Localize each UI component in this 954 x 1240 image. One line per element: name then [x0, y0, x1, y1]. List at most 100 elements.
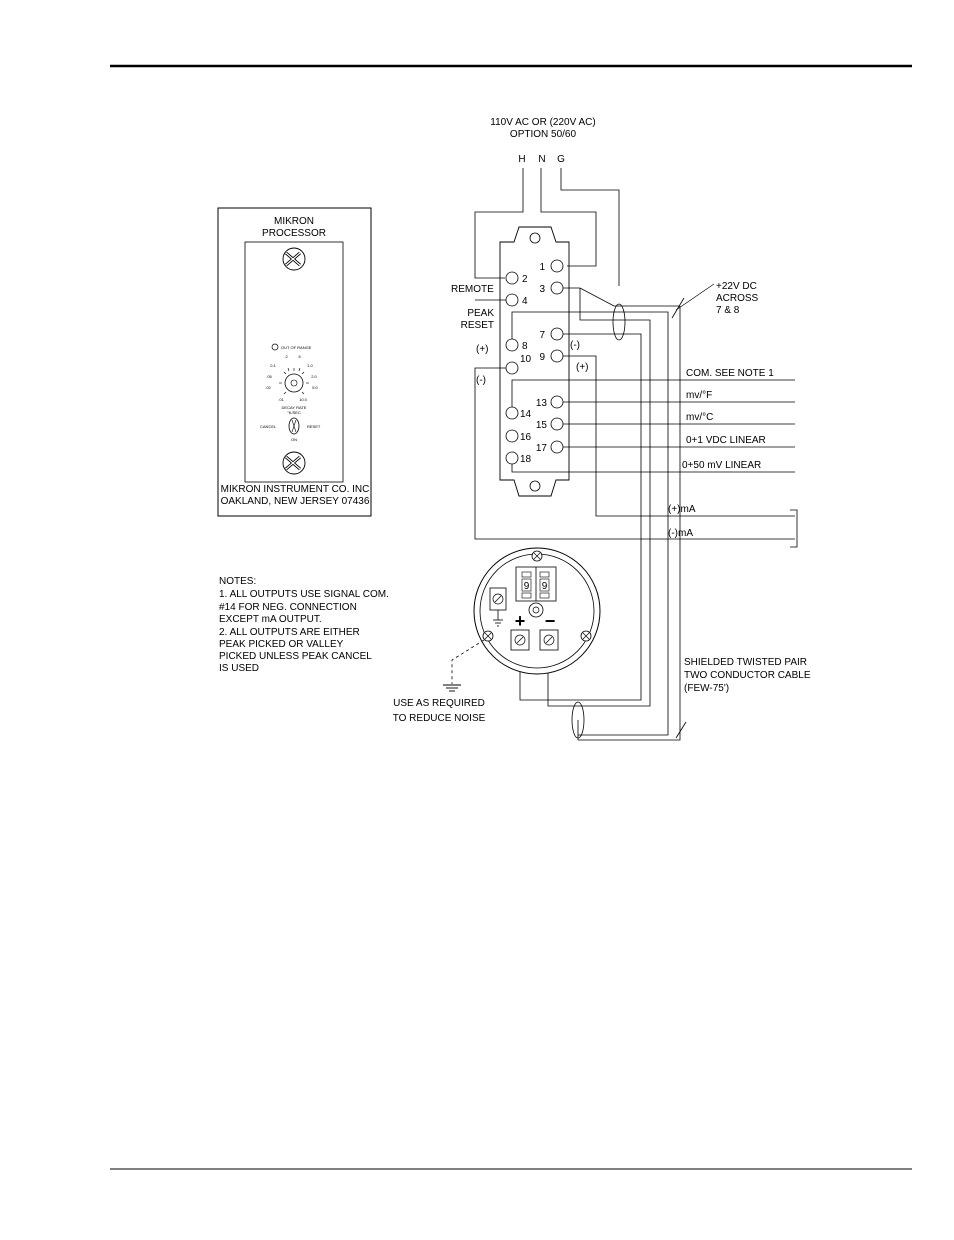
- out-of-range-led-icon: [271, 343, 279, 351]
- h-wire: [474, 168, 524, 279]
- power-minus-wire: [519, 333, 642, 701]
- power-g-label: G: [557, 154, 565, 165]
- dial-label: 10.0: [299, 397, 308, 402]
- ground-terminal[interactable]: [489, 587, 507, 627]
- decay-unit-label: °K/SEC: [287, 410, 301, 415]
- sensor-head: 9 9 + −: [473, 547, 601, 675]
- notes-line: IS USED: [219, 663, 259, 674]
- notes-line: PICKED UNLESS PEAK CANCEL: [219, 651, 372, 662]
- ma-plus-wire: [563, 355, 795, 517]
- terminal-4-label: 4: [522, 296, 528, 307]
- power-n-label: N: [538, 154, 545, 165]
- digit-switch-2[interactable]: [539, 571, 550, 599]
- terminal-7[interactable]: [550, 327, 564, 341]
- minus-sign: −: [545, 611, 556, 631]
- mv50-label: 0+50 mV LINEAR: [682, 460, 761, 471]
- power-label-line1: 110V AC OR (220V AC): [490, 117, 595, 128]
- notes-line: 2. ALL OUTPUTS ARE EITHER: [219, 627, 360, 638]
- processor-panel: MIKRON PROCESSOR OUT OF RANGE: [217, 207, 372, 517]
- terminal-2-label: 2: [522, 274, 528, 285]
- plus-terminal[interactable]: [510, 629, 530, 651]
- dial-label: 2.0: [311, 374, 317, 379]
- notes-line: PEAK PICKED OR VALLEY: [219, 639, 344, 650]
- terminal-15[interactable]: [550, 417, 564, 431]
- terminal-13[interactable]: [550, 395, 564, 409]
- terminal-17[interactable]: [550, 440, 564, 454]
- minus-right-label: (-): [570, 340, 580, 351]
- vdc-label: 0+1 VDC LINEAR: [686, 435, 766, 446]
- digit-1-value: 9: [524, 581, 530, 592]
- cable-wire-a: [578, 306, 681, 741]
- terminal-16[interactable]: [505, 429, 519, 443]
- g-wire: [560, 168, 620, 286]
- dial-label: 1.0: [307, 363, 313, 368]
- v22-label-line1: +22V DC: [716, 281, 757, 292]
- terminal-16-label: 16: [520, 432, 532, 443]
- terminal-8-label: 8: [522, 341, 528, 352]
- terminal-15-label: 15: [536, 420, 548, 431]
- cable-note-line1: SHIELDED TWISTED PAIR: [684, 657, 807, 668]
- dial-label: .2: [284, 354, 288, 359]
- on-label: ON: [291, 437, 297, 442]
- terminal-1-label: 1: [539, 262, 545, 273]
- notes-line: NOTES:: [219, 576, 256, 587]
- terminal-8[interactable]: [505, 338, 519, 352]
- ground-note-line1: USE AS REQUIRED: [393, 698, 485, 709]
- peak-reset-label: RESET: [461, 320, 494, 331]
- terminal-18[interactable]: [505, 451, 519, 465]
- terminal-10-label: 10: [520, 354, 532, 365]
- bottom-screw-icon: [282, 451, 306, 475]
- decay-rate-dial[interactable]: [279, 367, 309, 395]
- v22-label-line3: 7 & 8: [716, 305, 740, 316]
- terminal-17-label: 17: [536, 443, 548, 454]
- terminal-14[interactable]: [505, 406, 519, 420]
- power-label-line2: OPTION 50/60: [510, 129, 577, 140]
- cancel-reset-switch[interactable]: [288, 417, 300, 435]
- notes-line: 1. ALL OUTPUTS USE SIGNAL COM.: [219, 589, 389, 600]
- peak-label: PEAK: [467, 308, 494, 319]
- cable-note-line2: TWO CONDUCTOR CABLE: [684, 670, 811, 681]
- ma-minus-wire: [474, 367, 795, 540]
- terminal-1[interactable]: [550, 259, 564, 273]
- dial-label: .05: [266, 374, 272, 379]
- ma-plus-label: (+)mA: [668, 504, 696, 515]
- terminal-9-label: 9: [539, 352, 545, 363]
- maker-line2: OAKLAND, NEW JERSEY 07436: [221, 496, 370, 507]
- terminal-block: 1 3 7 9 13 15 17 2 4 8 10 14 16 18: [499, 226, 570, 497]
- terminal-3-label: 3: [539, 284, 545, 295]
- processor-frame: [217, 207, 372, 517]
- com-label: COM. SEE NOTE 1: [686, 368, 774, 379]
- terminal-2[interactable]: [505, 271, 519, 285]
- center-connector-icon: [528, 602, 544, 618]
- top-screw-icon: [282, 247, 306, 271]
- shield-wire-top: [563, 287, 680, 307]
- minus-terminal[interactable]: [539, 629, 559, 651]
- cable-break-mark: [675, 721, 687, 739]
- processor-title-line1: MIKRON: [274, 216, 314, 227]
- mvc-label: mv/°C: [686, 412, 713, 423]
- terminal-3[interactable]: [550, 281, 564, 295]
- signal-wires: [474, 287, 798, 741]
- out-of-range-label: OUT OF RANGE: [281, 345, 312, 350]
- digit-switch-1[interactable]: [521, 571, 532, 599]
- dial-label: .02: [265, 385, 271, 390]
- cancel-label: CANCEL: [260, 424, 277, 429]
- terminal-4[interactable]: [505, 293, 519, 307]
- notes-line: EXCEPT mA OUTPUT.: [219, 614, 322, 625]
- ma-bracket: [790, 509, 798, 548]
- ground-dashed-wire: [451, 639, 485, 684]
- terminal-10[interactable]: [505, 361, 519, 375]
- terminal-9[interactable]: [550, 349, 564, 363]
- block-mount-hole-bottom-icon: [529, 480, 541, 492]
- terminal-14-label: 14: [520, 409, 532, 420]
- cable-note-line3: (FEW-75'): [684, 683, 729, 694]
- minus-left-label: (-): [476, 375, 486, 386]
- terminal-block-outline: [499, 226, 570, 497]
- mv50-wire: [511, 464, 795, 473]
- notes-line: #14 FOR NEG. CONNECTION: [219, 602, 357, 613]
- shield-wire-mid: [547, 288, 651, 707]
- dial-label: .01: [278, 397, 284, 402]
- terminal-7-label: 7: [539, 330, 545, 341]
